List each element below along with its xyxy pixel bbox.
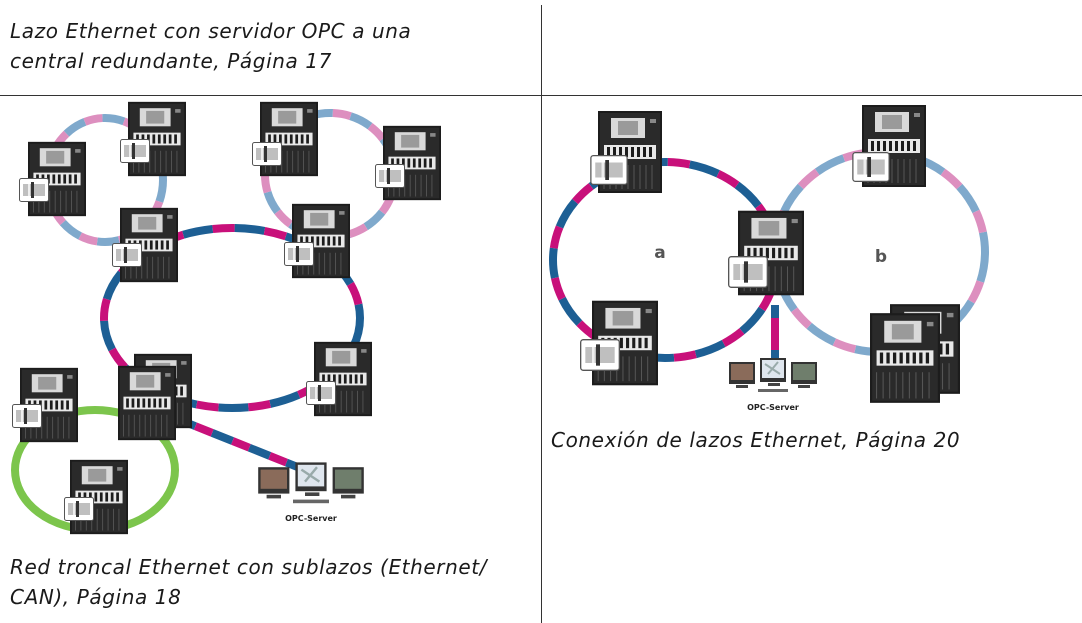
caption-top-left: Lazo Ethernet con servidor OPC a una cen… <box>10 16 411 76</box>
caption-line: central redundante, Página 17 <box>10 49 332 73</box>
opc-server-label: OPC-Server <box>747 403 799 412</box>
table-divider-vertical <box>541 5 542 623</box>
table-divider-horizontal <box>0 95 1082 96</box>
ethernet-backbone-loop <box>100 224 364 412</box>
fire-panel <box>870 312 940 404</box>
loop-a-label: a <box>654 243 665 263</box>
fire-panel <box>292 203 350 279</box>
opc-server-icon <box>256 461 366 505</box>
caption-line: CAN), Página 18 <box>10 585 182 609</box>
fire-panel <box>118 365 176 441</box>
fire-panel <box>383 125 441 201</box>
opc-server-icon <box>727 356 819 394</box>
caption-line: Conexión de lazos Ethernet, Página 20 <box>551 428 961 452</box>
caption-line: Red troncal Ethernet con sublazos (Ether… <box>10 555 488 579</box>
caption-bottom-left: Red troncal Ethernet con sublazos (Ether… <box>10 552 487 612</box>
left-network-diagram: OPC-Server <box>11 101 441 535</box>
fire-panel <box>314 341 372 417</box>
right-network-diagram: a b OPC-Server <box>549 104 989 412</box>
opc-server-label: OPC-Server <box>285 514 337 523</box>
ethernet-subloop-left <box>43 114 167 246</box>
caption-line: Lazo Ethernet con servidor OPC a una <box>10 19 412 43</box>
loop-b-label: b <box>875 247 887 267</box>
caption-mid-right: Conexión de lazos Ethernet, Página 20 <box>551 425 960 455</box>
